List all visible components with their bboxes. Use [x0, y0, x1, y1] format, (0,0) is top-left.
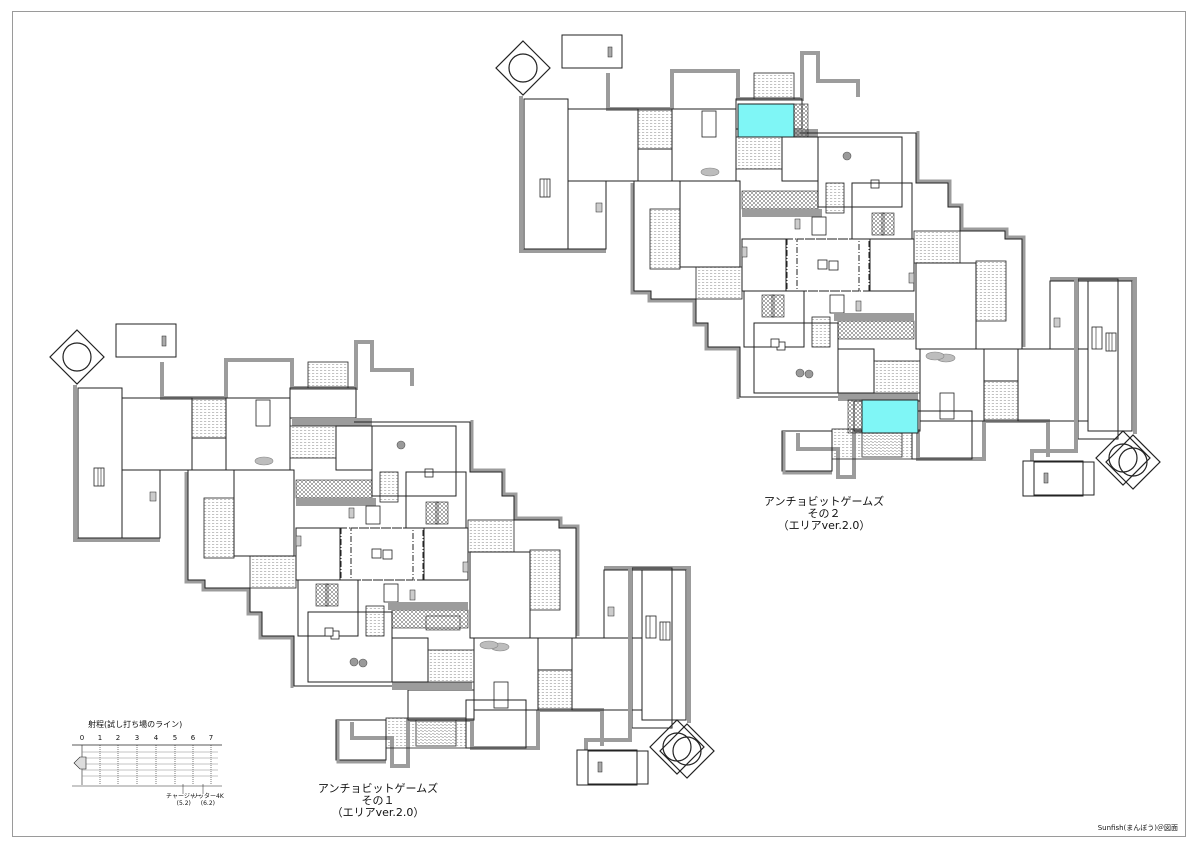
map-2-title: アンチョビットゲームズ その２ （エリアver.2.0） — [764, 496, 884, 532]
range-legend-title: 射程(試し打ち場のライン) — [88, 720, 183, 729]
map-1-title-line3: （エリアver.2.0） — [331, 806, 425, 819]
water-zone-top — [737, 103, 795, 138]
map-area-2 — [494, 33, 1162, 497]
scale-label-5: 5 — [172, 734, 178, 742]
water-zone-bottom — [861, 399, 919, 434]
weapon-name-liter: リッター4K — [192, 793, 224, 800]
map-2-title-line3: （エリアver.2.0） — [777, 519, 871, 532]
scale-label-4: 4 — [153, 734, 159, 742]
map-area-1 — [48, 322, 716, 786]
weapon-range-liter: (6.2) — [200, 800, 215, 807]
scale-label-3: 3 — [134, 734, 140, 742]
map-1-title: アンチョビットゲームズ その１ （エリアver.2.0） — [318, 783, 438, 819]
scale-label-6: 6 — [190, 734, 196, 742]
map-1-title-line1: アンチョビットゲームズ — [317, 782, 439, 795]
scale-label-0: 0 — [79, 734, 85, 742]
weapon-range-charger: (5.2) — [176, 800, 191, 807]
credit-text: Sunfish(まんぼう)＠図面 — [1097, 824, 1178, 832]
scale-label-1: 1 — [97, 734, 103, 742]
weapon-name-charger: チャージャー — [166, 793, 202, 800]
map-2-title-line2: その２ — [807, 507, 841, 520]
map-1-title-line2: その１ — [361, 794, 395, 807]
scale-label-7: 7 — [208, 734, 214, 742]
scale-label-2: 2 — [115, 734, 121, 742]
range-legend-graphic — [72, 744, 222, 794]
weapon-label-liter: リッター4K (6.2) — [192, 793, 224, 807]
weapon-label-charger: チャージャー (5.2) — [166, 793, 202, 807]
sheet-frame — [12, 11, 1186, 837]
map-2-title-line1: アンチョビットゲームズ — [763, 495, 885, 508]
